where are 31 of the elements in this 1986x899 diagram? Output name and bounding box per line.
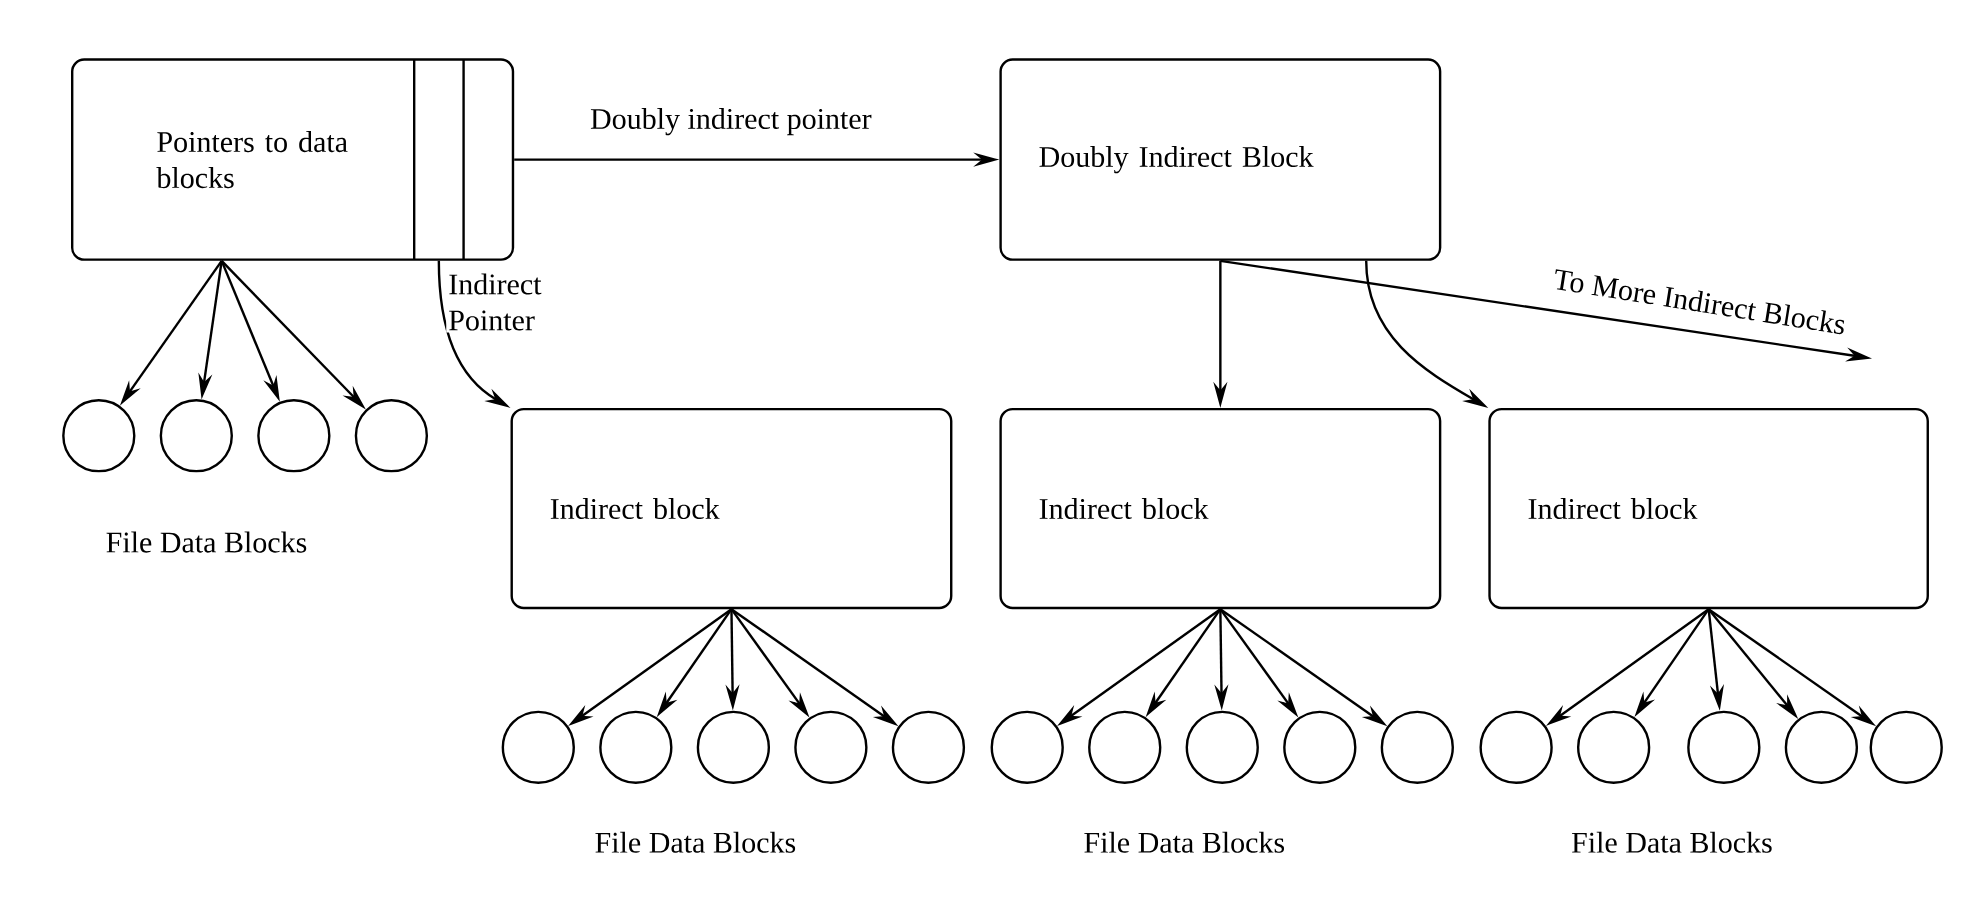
data-block-circle xyxy=(1380,710,1454,784)
data-block-circle xyxy=(1784,710,1859,784)
data-block-circle xyxy=(794,710,868,784)
group-label: File Data Blocks xyxy=(595,831,796,853)
data-block-circle xyxy=(1687,710,1761,784)
data-block-circle xyxy=(990,710,1064,784)
group-label: File Data Blocks xyxy=(106,531,307,553)
data-block-circle xyxy=(62,398,136,473)
data-block-circle xyxy=(354,398,429,473)
block-box: Indirect block xyxy=(510,407,953,610)
block-box: Indirect block xyxy=(999,407,1442,610)
data-block-circle xyxy=(1283,710,1357,784)
data-block-circle xyxy=(891,710,966,784)
data-block-circle xyxy=(1088,710,1162,784)
edge-label: Indirect Pointer xyxy=(449,273,542,331)
data-block-circle xyxy=(501,710,575,784)
block-box: Indirect block xyxy=(1488,407,1929,610)
data-block-circle xyxy=(257,398,331,473)
data-block-circle xyxy=(1869,710,1943,784)
group-label: File Data Blocks xyxy=(1572,831,1772,853)
inode-box: Pointers to data blocks xyxy=(71,58,515,261)
data-block-circle xyxy=(1185,710,1259,784)
data-block-circle xyxy=(599,710,673,784)
data-block-circle xyxy=(1577,710,1651,784)
data-block-circle xyxy=(696,710,771,784)
edge-label: Doubly indirect pointer xyxy=(590,107,872,136)
edge-label: To More Indirect Blocks xyxy=(1555,269,1845,334)
data-block-circle xyxy=(1479,710,1553,784)
block-box: Doubly Indirect Block xyxy=(999,58,1442,261)
group-label: File Data Blocks xyxy=(1084,831,1284,853)
data-block-circle xyxy=(159,398,233,473)
